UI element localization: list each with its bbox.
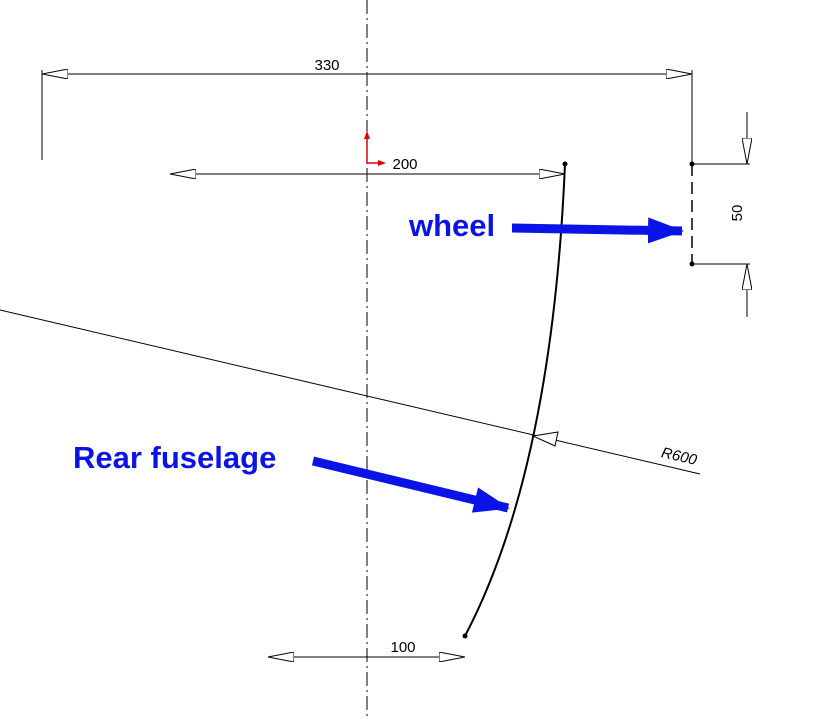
callout-wheel-label: wheel xyxy=(408,208,495,243)
dimension-200-label: 200 xyxy=(392,156,417,173)
callout-rear-fuselage-arrow xyxy=(311,456,510,513)
dimension-50: 50 xyxy=(692,112,750,317)
origin-axes-icon xyxy=(364,131,386,166)
dimension-50-label: 50 xyxy=(729,205,746,222)
dimension-200: 200 xyxy=(170,156,565,174)
wheel-line xyxy=(689,161,695,267)
dimension-330-label: 330 xyxy=(314,57,339,74)
callout-rear-fuselage: Rear fuselage xyxy=(73,440,510,513)
callout-wheel-arrow xyxy=(511,217,684,244)
callout-wheel: wheel xyxy=(408,208,684,244)
dimension-330: 330 xyxy=(41,57,693,163)
dimension-100: 100 xyxy=(268,639,465,657)
callout-rear-fuselage-label: Rear fuselage xyxy=(73,440,276,475)
dimension-100-label: 100 xyxy=(390,639,415,656)
dimension-r600-label: R600 xyxy=(660,444,699,469)
